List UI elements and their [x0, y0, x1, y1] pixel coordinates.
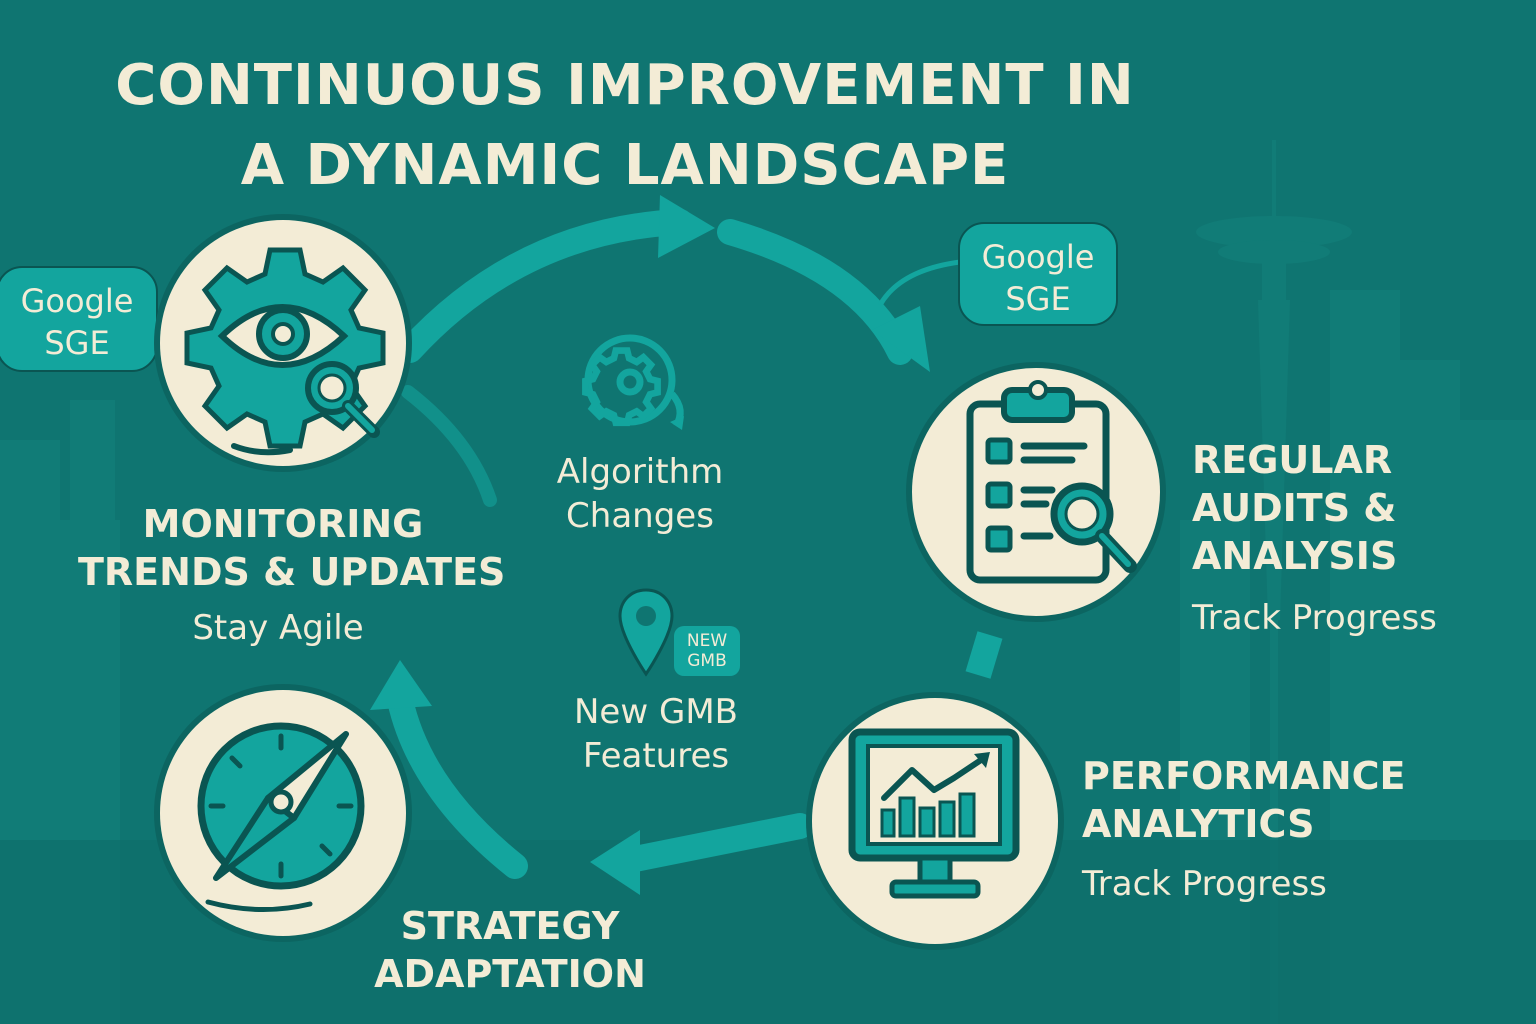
new-gmb-features-label: New GMB Features	[536, 690, 776, 778]
gmb-line2: Features	[582, 736, 730, 776]
strategy-heading: STRATEGY ADAPTATION	[330, 902, 690, 998]
audits-circle	[912, 368, 1160, 616]
performance-subtitle: Track Progress	[1082, 864, 1327, 904]
google-sge-badge-right: Google SGE	[958, 222, 1118, 326]
title-line-1: CONTINUOUS IMPROVEMENT IN	[115, 53, 1135, 118]
monitoring-heading-line2: TRENDS & UPDATES	[78, 550, 506, 594]
arrow-inner-left	[401, 385, 497, 507]
audits-heading: REGULAR AUDITS & ANALYSIS	[1192, 436, 1522, 580]
audits-heading-line3: ANALYSIS	[1192, 534, 1398, 578]
monitoring-heading: MONITORING TRENDS & UPDATES	[78, 500, 506, 596]
badge-right-line2: SGE	[1005, 280, 1071, 318]
performance-heading-line2: ANALYTICS	[1082, 802, 1315, 846]
strategy-heading-line2: ADAPTATION	[374, 952, 646, 996]
strategy-circle	[160, 690, 406, 936]
performance-heading: PERFORMANCE ANALYTICS	[1082, 752, 1522, 848]
audits-heading-line2: AUDITS &	[1192, 486, 1397, 530]
gear-cycle-icon	[582, 334, 684, 430]
google-sge-badge-left: Google SGE	[0, 266, 158, 372]
arrow-right-dash	[965, 631, 1003, 679]
arrow-top-right	[717, 219, 913, 365]
new-gmb-badge-line2: GMB	[687, 651, 727, 671]
audits-heading-line1: REGULAR	[1192, 438, 1393, 482]
algorithm-line1: Algorithm	[556, 452, 724, 492]
compass-icon	[197, 722, 365, 913]
new-gmb-badge-line1: NEW	[686, 631, 728, 651]
monitoring-heading-line1: MONITORING	[142, 502, 424, 546]
map-pin-icon	[618, 588, 674, 677]
new-gmb-badge: NEW GMB	[674, 626, 740, 676]
clipboard-checklist-icon	[966, 380, 1137, 584]
title-line-2: A DYNAMIC LANDSCAPE	[240, 133, 1010, 198]
badge-left-line2: SGE	[44, 324, 110, 362]
performance-circle	[812, 698, 1058, 944]
algorithm-changes-label: Algorithm Changes	[520, 450, 760, 538]
arrow-left	[387, 687, 528, 879]
page-title: CONTINUOUS IMPROVEMENT IN A DYNAMIC LAND…	[0, 46, 1250, 206]
badge-right-line1: Google	[981, 238, 1095, 276]
gear-eye-magnifier-icon	[184, 247, 386, 456]
strategy-heading-line1: STRATEGY	[400, 904, 620, 948]
gmb-line1: New GMB	[574, 692, 738, 732]
monitoring-circle	[160, 220, 406, 466]
arrow-bottom	[607, 813, 813, 875]
performance-heading-line1: PERFORMANCE	[1082, 754, 1406, 798]
arrow-top-left	[397, 209, 693, 363]
algorithm-line2: Changes	[566, 496, 714, 536]
monitoring-subtitle: Stay Agile	[192, 608, 364, 648]
badge-left-line1: Google	[20, 282, 134, 320]
audits-subtitle: Track Progress	[1192, 598, 1437, 638]
monitor-chart-icon	[848, 728, 1020, 899]
